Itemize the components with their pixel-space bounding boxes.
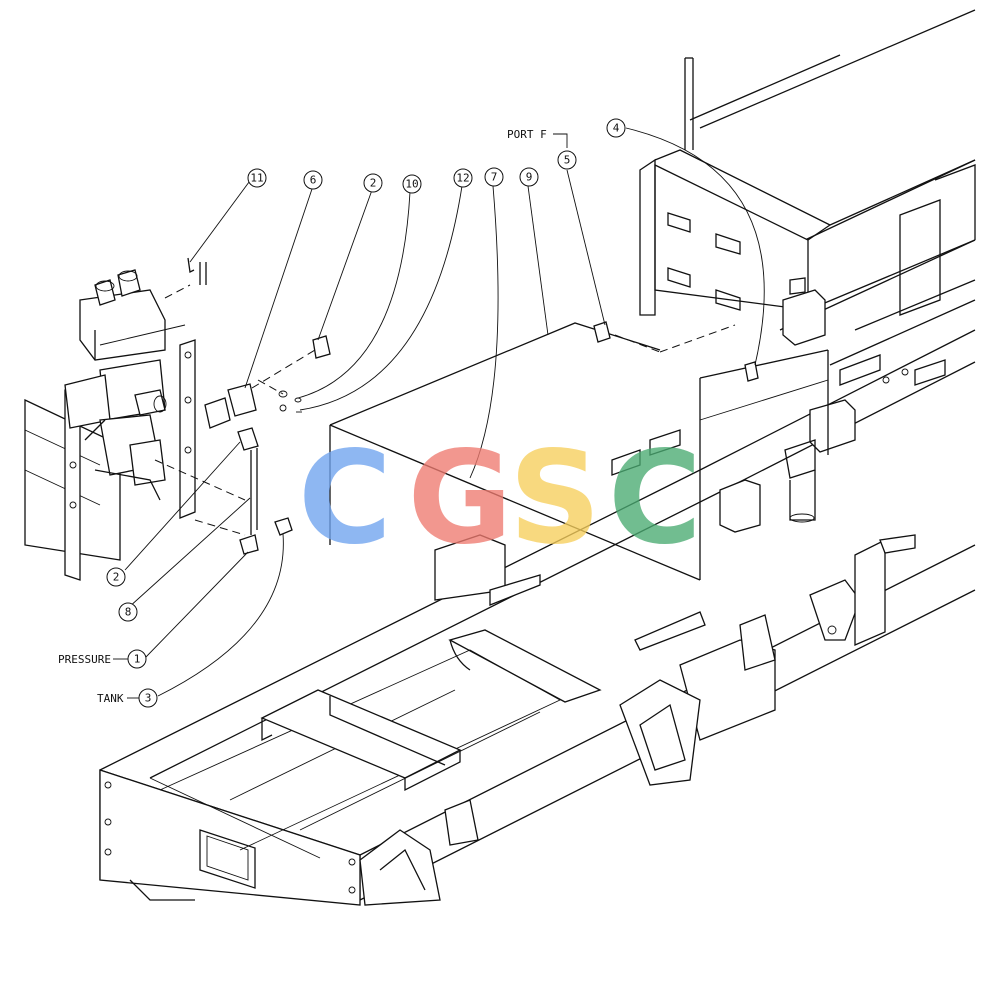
callout-8: 8 xyxy=(118,602,138,622)
callout-number: 1 xyxy=(134,653,141,666)
callout-number: 5 xyxy=(564,154,571,167)
callout-number: 6 xyxy=(310,174,317,187)
valve-assembly xyxy=(24,257,759,581)
callout-5: 5 xyxy=(557,150,577,170)
callout-number: 2 xyxy=(113,571,120,584)
callout-11: 11 xyxy=(247,168,267,188)
callout-2: 2 xyxy=(363,173,383,193)
chassis-frame xyxy=(99,329,976,906)
watermark-logo: C G S C xyxy=(298,424,702,573)
port-f-label: PORT F xyxy=(507,128,547,141)
leader-lines xyxy=(124,127,765,697)
callout-4: 4 xyxy=(606,118,626,138)
callout-6: 6 xyxy=(303,170,323,190)
watermark-letter-3: S xyxy=(509,424,601,573)
upper-frame-assembly xyxy=(639,9,976,523)
callout-number: 10 xyxy=(405,178,418,191)
callout-10: 10 xyxy=(402,174,422,194)
callout-number: 11 xyxy=(250,172,263,185)
tank-label: TANK xyxy=(97,692,124,705)
callout-number: 7 xyxy=(491,171,498,184)
callout-3: 3 xyxy=(138,688,158,708)
callout-number: 12 xyxy=(456,172,469,185)
callout-7: 7 xyxy=(484,167,504,187)
watermark-letter-2: G xyxy=(407,424,512,573)
callout-12: 12 xyxy=(453,168,473,188)
pressure-label: PRESSURE xyxy=(58,653,111,666)
callout-number: 3 xyxy=(145,692,152,705)
callout-number: 2 xyxy=(370,177,377,190)
callout-1: 1 xyxy=(127,649,147,669)
watermark-letter-1: C xyxy=(298,424,392,573)
callout-number: 9 xyxy=(526,171,533,184)
callout-number: 8 xyxy=(125,606,132,619)
watermark-letter-4: C xyxy=(608,424,702,573)
valve-mount-panel xyxy=(329,322,829,581)
callout-number: 4 xyxy=(613,122,620,135)
callout-2-lower: 2 xyxy=(106,567,126,587)
callout-9: 9 xyxy=(519,167,539,187)
